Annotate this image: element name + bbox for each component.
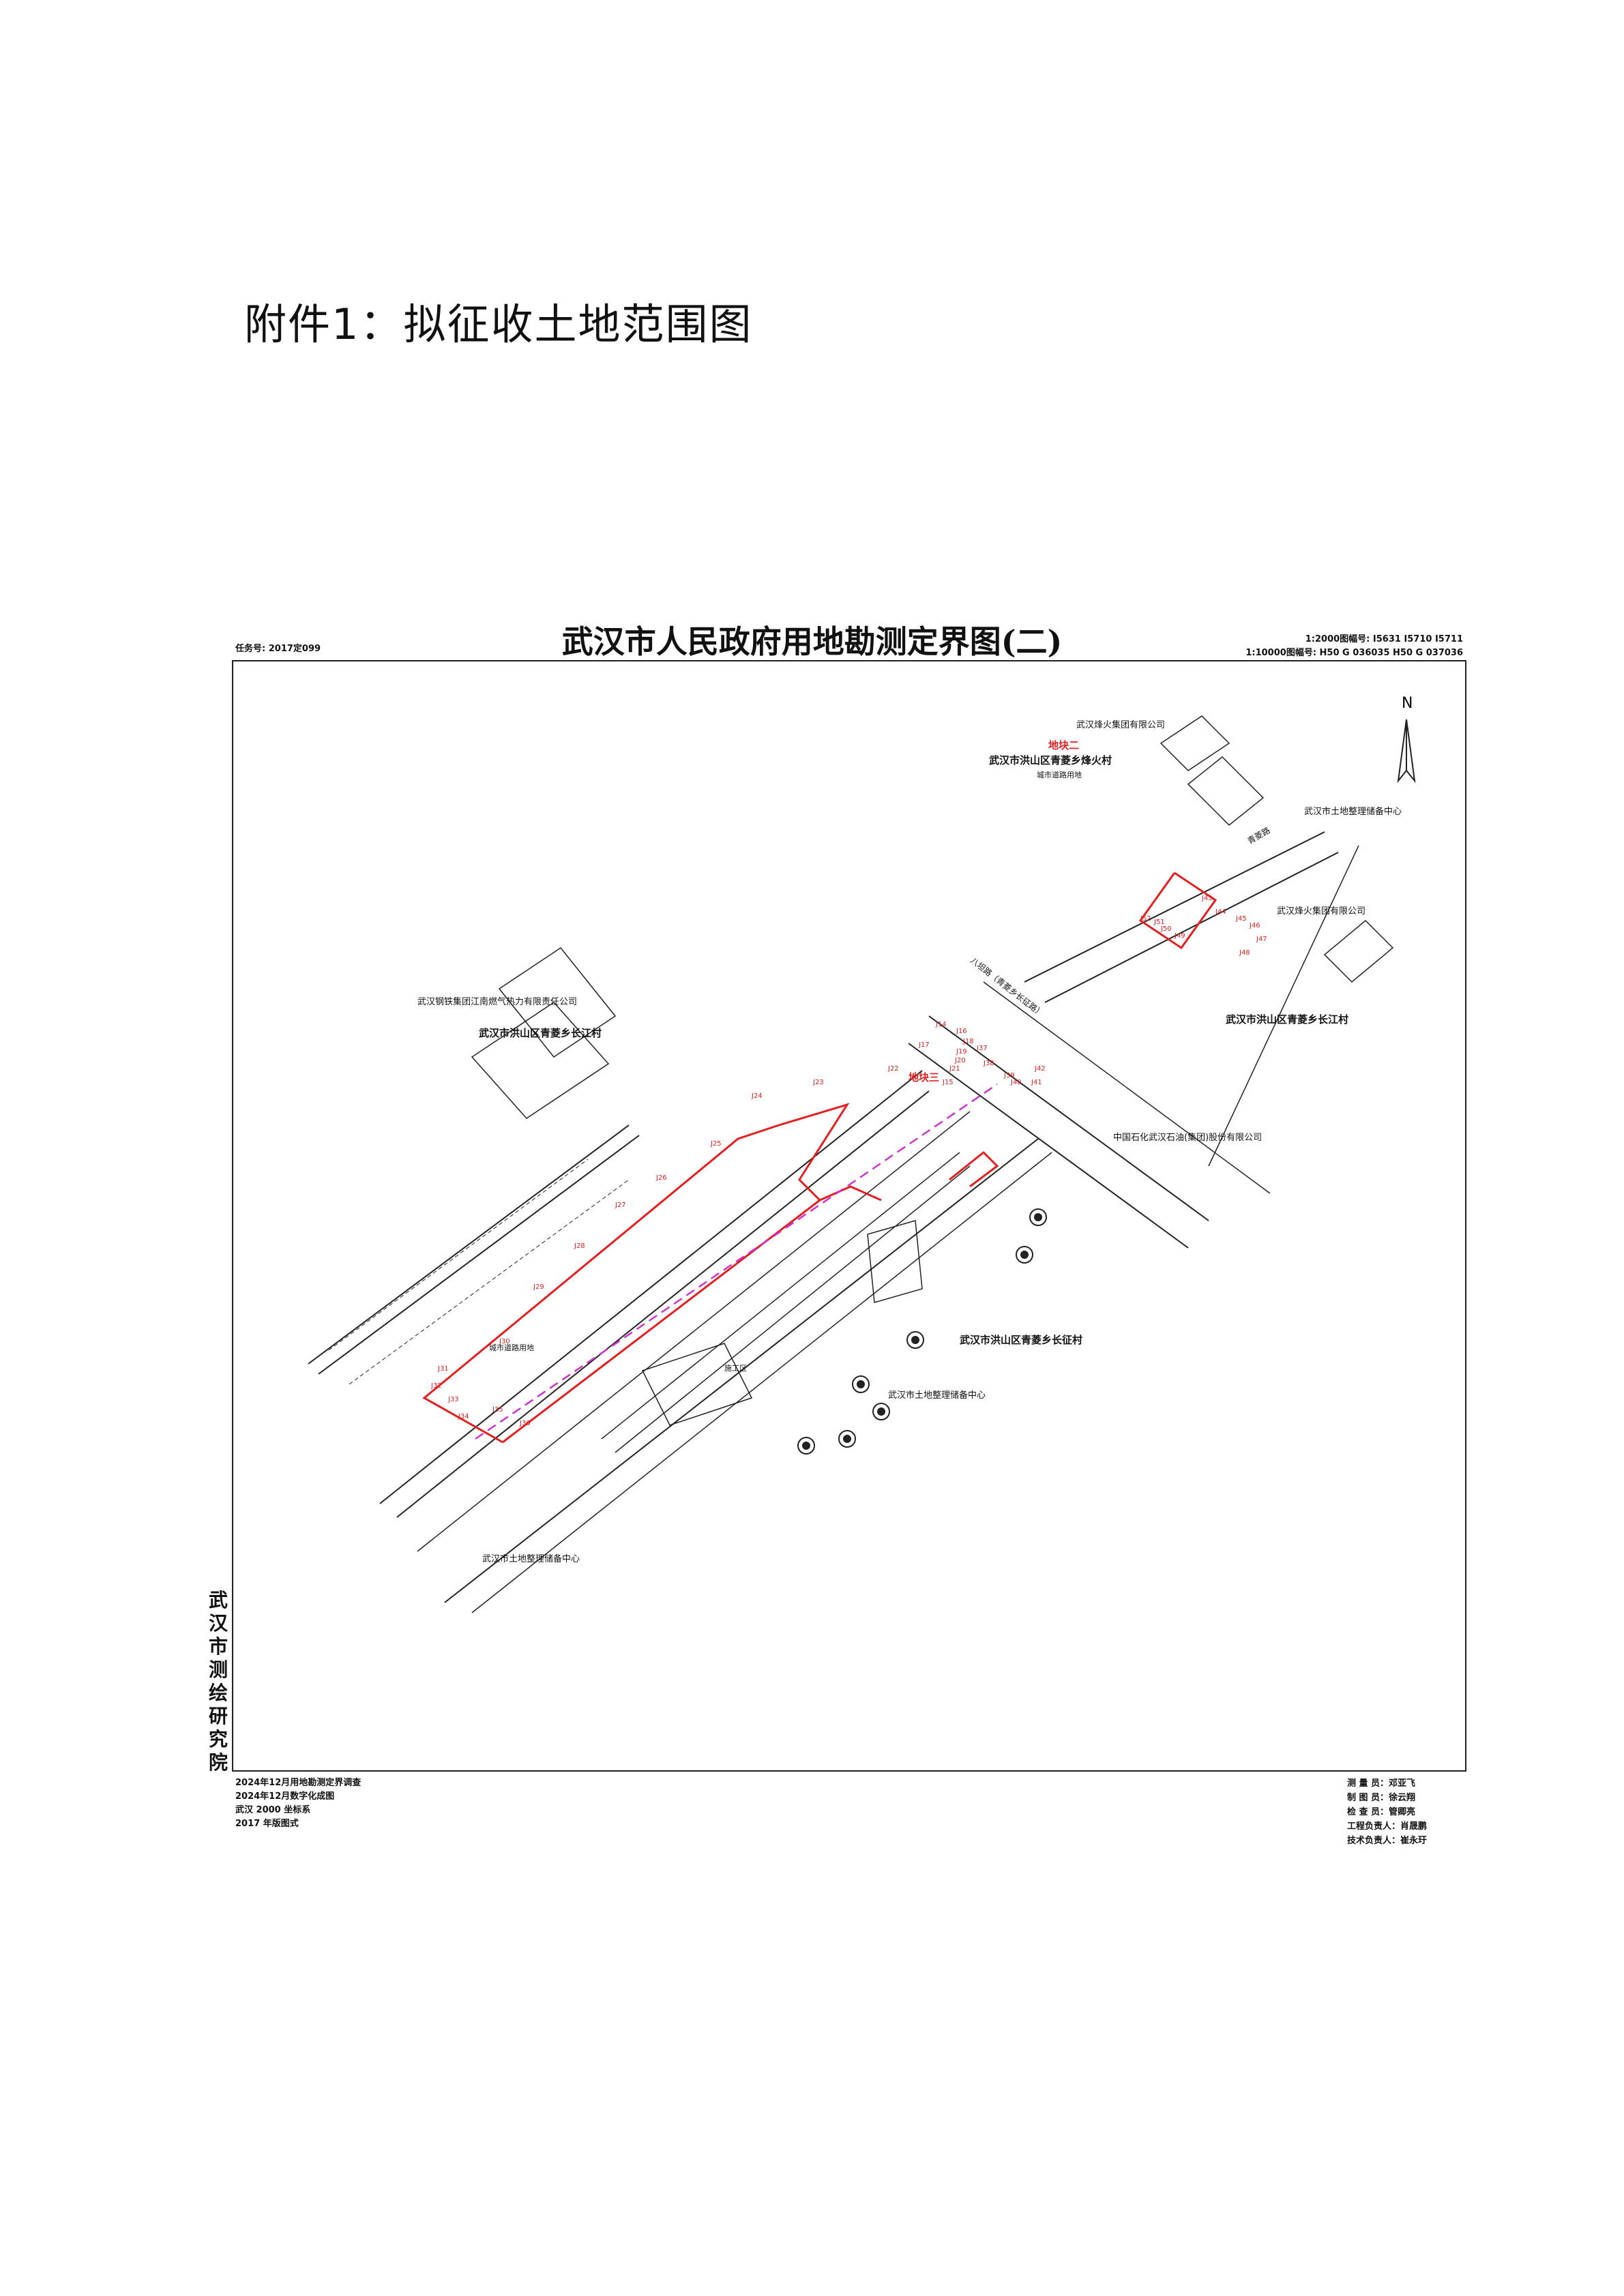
staff-line: 制 图 员：徐云翔 bbox=[1347, 1793, 1416, 1803]
label-sinopec: 中国石化武汉石油(集团)股份有限公司 bbox=[1113, 1132, 1262, 1143]
label-parcel-2: 地块二 bbox=[1048, 739, 1079, 751]
survey-notes: 2024年12月用地勘测定界调查 2024年12月数字化成图 武汉 2000 坐… bbox=[235, 1776, 361, 1831]
staff-line: 测 量 员：邓亚飞 bbox=[1347, 1778, 1416, 1789]
label-road-land-1: 城市道路用地 bbox=[1037, 770, 1082, 779]
note-line: 2017 年版图式 bbox=[235, 1819, 299, 1829]
survey-point-label: J26 bbox=[655, 1174, 667, 1182]
survey-point-label: J41 bbox=[1031, 1079, 1042, 1086]
label-steel-heat: 武汉钢铁集团江南燃气热力有限责任公司 bbox=[417, 996, 577, 1007]
survey-point-label: J50 bbox=[1160, 925, 1172, 933]
storage-tanks bbox=[797, 1208, 1047, 1455]
survey-point-label: J45 bbox=[1235, 915, 1247, 923]
survey-point-label: J43 bbox=[1201, 895, 1213, 902]
survey-point-label: J32 bbox=[430, 1382, 442, 1390]
survey-point-label: J19 bbox=[956, 1048, 967, 1056]
label-land-reserve-top: 武汉市土地整理储备中心 bbox=[1304, 806, 1402, 817]
label-land-reserve-mid: 武汉市土地整理储备中心 bbox=[888, 1390, 986, 1401]
survey-point-label: J25 bbox=[710, 1140, 722, 1148]
label-fenghuo-group-right: 武汉烽火集团有限公司 bbox=[1277, 906, 1365, 916]
label-construction-site: 施工区 bbox=[724, 1364, 747, 1373]
survey-point-label: J35 bbox=[492, 1406, 503, 1414]
survey-point-label: J27 bbox=[615, 1202, 626, 1209]
survey-point-label: J42 bbox=[1034, 1065, 1046, 1073]
survey-point-label: J46 bbox=[1249, 922, 1260, 929]
task-number: 任务号: 2017定099 bbox=[235, 644, 321, 654]
label-parcel-3: 地块三 bbox=[909, 1071, 939, 1084]
survey-point-label: J31 bbox=[437, 1365, 449, 1373]
main-road bbox=[379, 1070, 1052, 1613]
survey-point-label: J18 bbox=[962, 1038, 974, 1045]
sheet-number-10000: 1:10000图幅号: H50 G 036035 H50 G 037036 bbox=[1245, 648, 1463, 658]
survey-point-label: J39 bbox=[1003, 1072, 1015, 1079]
label-village-changjiang-right: 武汉市洪山区青菱乡长江村 bbox=[1226, 1013, 1348, 1026]
survey-point-label: J37 bbox=[976, 1045, 988, 1052]
survey-point-label: J48 bbox=[1239, 949, 1250, 957]
staff-line: 技术负责人：崔永玗 bbox=[1347, 1836, 1428, 1846]
survey-point-label: J15 bbox=[942, 1079, 954, 1086]
survey-point-label: J52 bbox=[1140, 915, 1151, 923]
sheet-info: 1:2000图幅号: I5631 I5710 I5711 1:10000图幅号:… bbox=[1245, 633, 1463, 660]
label-bayi-road: 八坦路（青菱乡长征路） bbox=[969, 955, 1046, 1019]
attachment-heading: 附件1：拟征收土地范围图 bbox=[244, 299, 753, 349]
survey-point-label: J14 bbox=[935, 1021, 947, 1028]
survey-point-label: J40 bbox=[1010, 1079, 1022, 1086]
survey-point-label: J47 bbox=[1256, 936, 1267, 943]
survey-point-label: J30 bbox=[499, 1338, 510, 1345]
survey-point-label: J24 bbox=[751, 1092, 763, 1100]
survey-point-label: J36 bbox=[519, 1420, 531, 1427]
label-fenghuo-group-top: 武汉烽火集团有限公司 bbox=[1076, 719, 1165, 730]
buildings bbox=[471, 715, 1394, 1426]
label-village-fenghuo: 武汉市洪山区青菱乡烽火村 bbox=[989, 754, 1112, 766]
label-road-land-2: 城市道路用地 bbox=[489, 1343, 534, 1352]
map-title: 武汉市人民政府用地勘测定界图(二) bbox=[561, 623, 1063, 660]
survey-point-label: J20 bbox=[954, 1057, 966, 1064]
survey-point-label: J33 bbox=[447, 1396, 459, 1403]
railway bbox=[308, 1124, 640, 1385]
institute-name: 武汉市测绘研究院 bbox=[208, 1589, 228, 1774]
survey-point-label: J44 bbox=[1215, 908, 1226, 916]
survey-map: N bbox=[308, 695, 1416, 1613]
survey-point-label: J23 bbox=[812, 1079, 824, 1086]
label-village-zhengfu: 武汉市洪山区青菱乡长征村 bbox=[960, 1334, 1082, 1346]
survey-point-label: J28 bbox=[574, 1242, 585, 1250]
parcel-boundary bbox=[422, 871, 1217, 1444]
label-road-right: 青菱路 bbox=[1245, 825, 1272, 846]
staff-list: 测 量 员：邓亚飞 制 图 员：徐云翔 检 查 员：管卿亮 工程负责人：肖晟鹏 … bbox=[1347, 1776, 1427, 1848]
survey-point-label: J22 bbox=[887, 1065, 899, 1073]
note-line: 武汉 2000 坐标系 bbox=[235, 1805, 311, 1815]
survey-point-label: J51 bbox=[1153, 919, 1165, 926]
staff-line: 工程负责人：肖晟鹏 bbox=[1347, 1821, 1428, 1832]
label-village-changjiang-left: 武汉市洪山区青菱乡长江村 bbox=[479, 1027, 602, 1039]
note-line: 2024年12月用地勘测定界调查 bbox=[235, 1778, 361, 1788]
survey-point-label: J29 bbox=[533, 1283, 544, 1291]
survey-point-label: J34 bbox=[458, 1413, 469, 1420]
centerline bbox=[475, 1083, 998, 1440]
survey-point-label: J38 bbox=[983, 1060, 994, 1067]
survey-point-label: J21 bbox=[949, 1065, 960, 1073]
label-land-reserve-bottom: 武汉市土地整理储备中心 bbox=[482, 1553, 580, 1564]
note-line: 2024年12月数字化成图 bbox=[235, 1791, 335, 1802]
survey-point-label: J16 bbox=[956, 1028, 967, 1035]
north-label: N bbox=[1402, 695, 1413, 712]
north-arrow-icon: N bbox=[1397, 695, 1416, 784]
upper-road bbox=[908, 831, 1359, 1249]
staff-line: 检 查 员：管卿亮 bbox=[1347, 1807, 1416, 1817]
sheet-number-2000: 1:2000图幅号: I5631 I5710 I5711 bbox=[1305, 634, 1463, 644]
survey-point-label: J49 bbox=[1174, 932, 1185, 940]
survey-point-label: J17 bbox=[918, 1041, 930, 1049]
map-frame: N bbox=[232, 660, 1466, 1772]
